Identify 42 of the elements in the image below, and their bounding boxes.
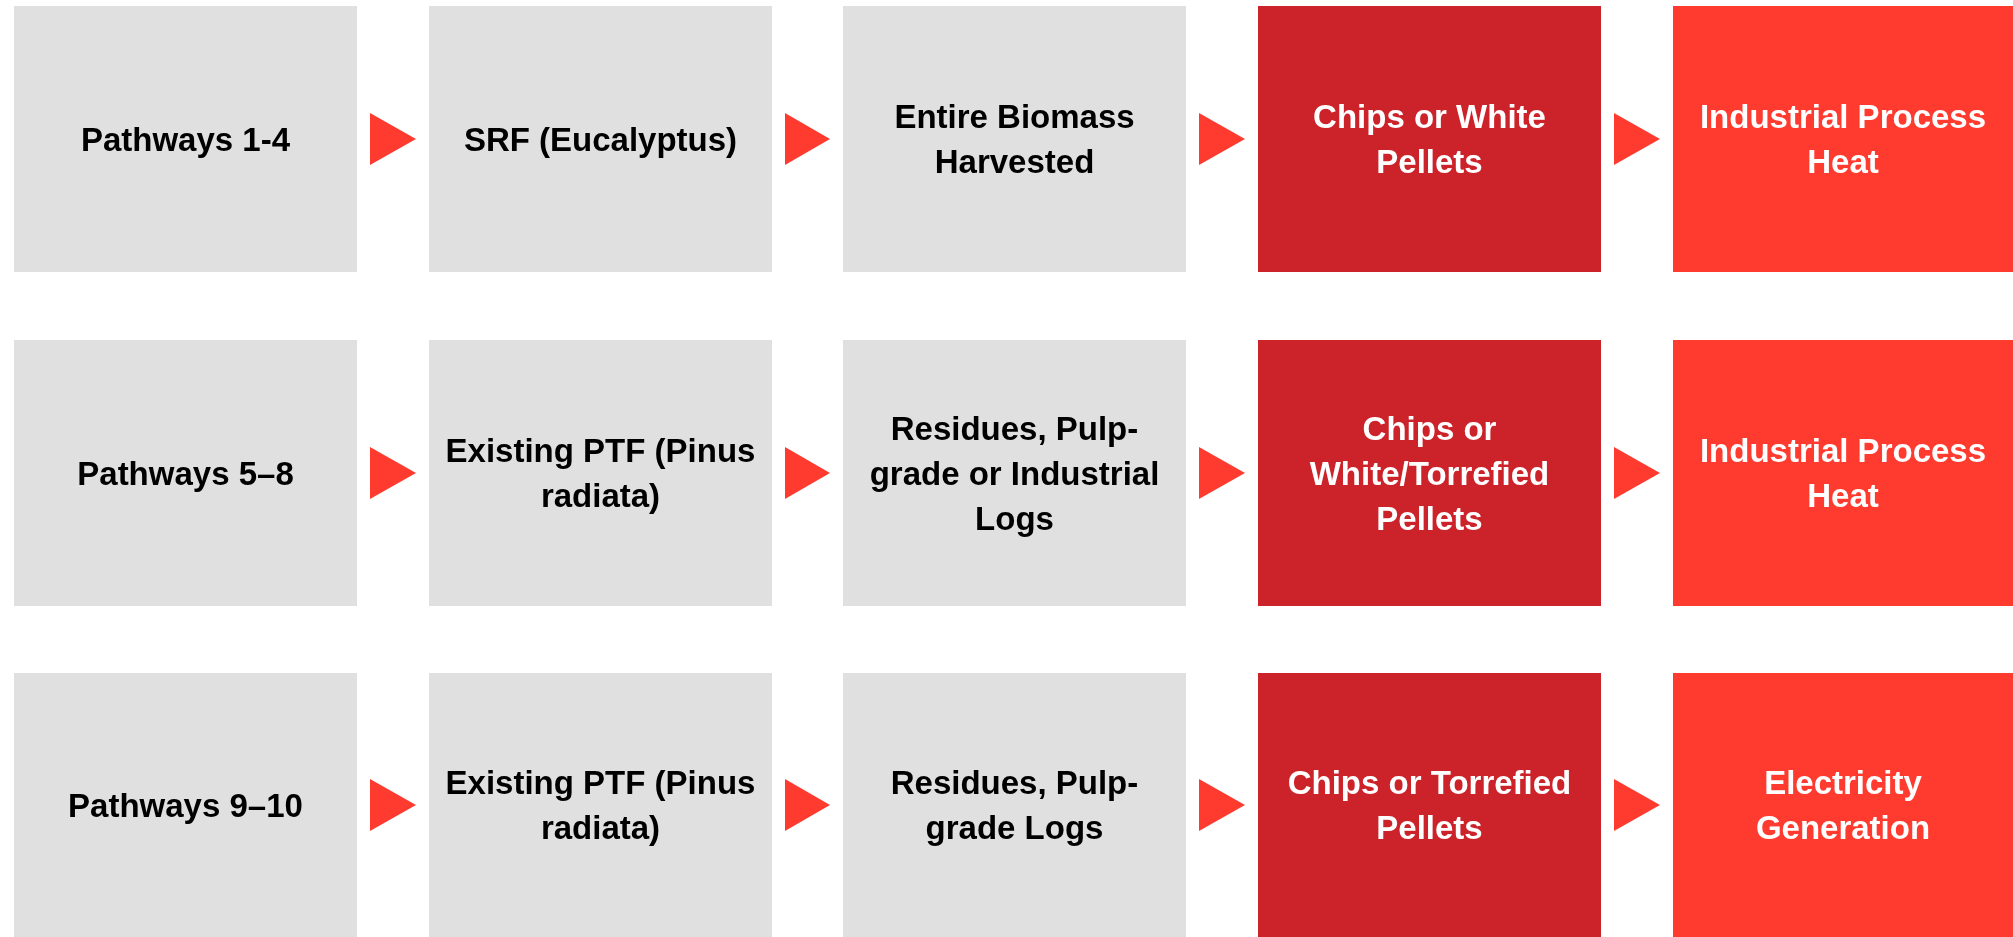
process-box [1673,6,2013,272]
process-box [1673,340,2013,606]
box-label: Existing PTF (Pinus radiata) [444,431,757,516]
arrow [1199,447,1245,499]
process-box [1258,673,1601,937]
box-label: Pathways 9–10 [68,785,303,826]
process-box [429,6,772,272]
box-label: Existing PTF (Pinus radiata) [444,763,757,848]
box-label: Pathways 1-4 [80,119,291,160]
arrow [370,113,416,165]
arrow [1614,779,1660,831]
box-label: Chips or White/Torrefied Pellets [1308,408,1551,539]
arrow [1614,447,1660,499]
process-box [429,673,772,937]
box-label: Entire Biomass Harvested [893,97,1136,182]
process-box [843,673,1186,937]
arrow [370,447,416,499]
process-box [1258,6,1601,272]
arrow [1614,113,1660,165]
box-label: Residues, Pulp-grade or Industrial Logs [868,408,1161,539]
process-box [1673,673,2013,937]
process-box [1258,340,1601,606]
process-box [14,673,357,937]
arrow [1199,779,1245,831]
box-label: Industrial Process Heat [1698,97,1988,182]
arrow [1199,113,1245,165]
process-box [843,340,1186,606]
box-label: Chips or Torrefied Pellets [1286,763,1573,848]
process-box [429,340,772,606]
arrow [785,113,830,165]
box-label: Industrial Process Heat [1698,431,1988,516]
box-label: Residues, Pulp-grade Logs [889,763,1140,848]
arrow [370,779,416,831]
arrow [785,447,830,499]
process-box [14,6,357,272]
box-label: Electricity Generation [1754,763,1932,848]
process-box [14,340,357,606]
box-label: Pathways 5–8 [77,453,294,494]
box-label: Chips or White Pellets [1312,97,1547,182]
box-label: SRF (Eucalyptus) [463,119,738,160]
arrow [785,779,830,831]
process-box [843,6,1186,272]
